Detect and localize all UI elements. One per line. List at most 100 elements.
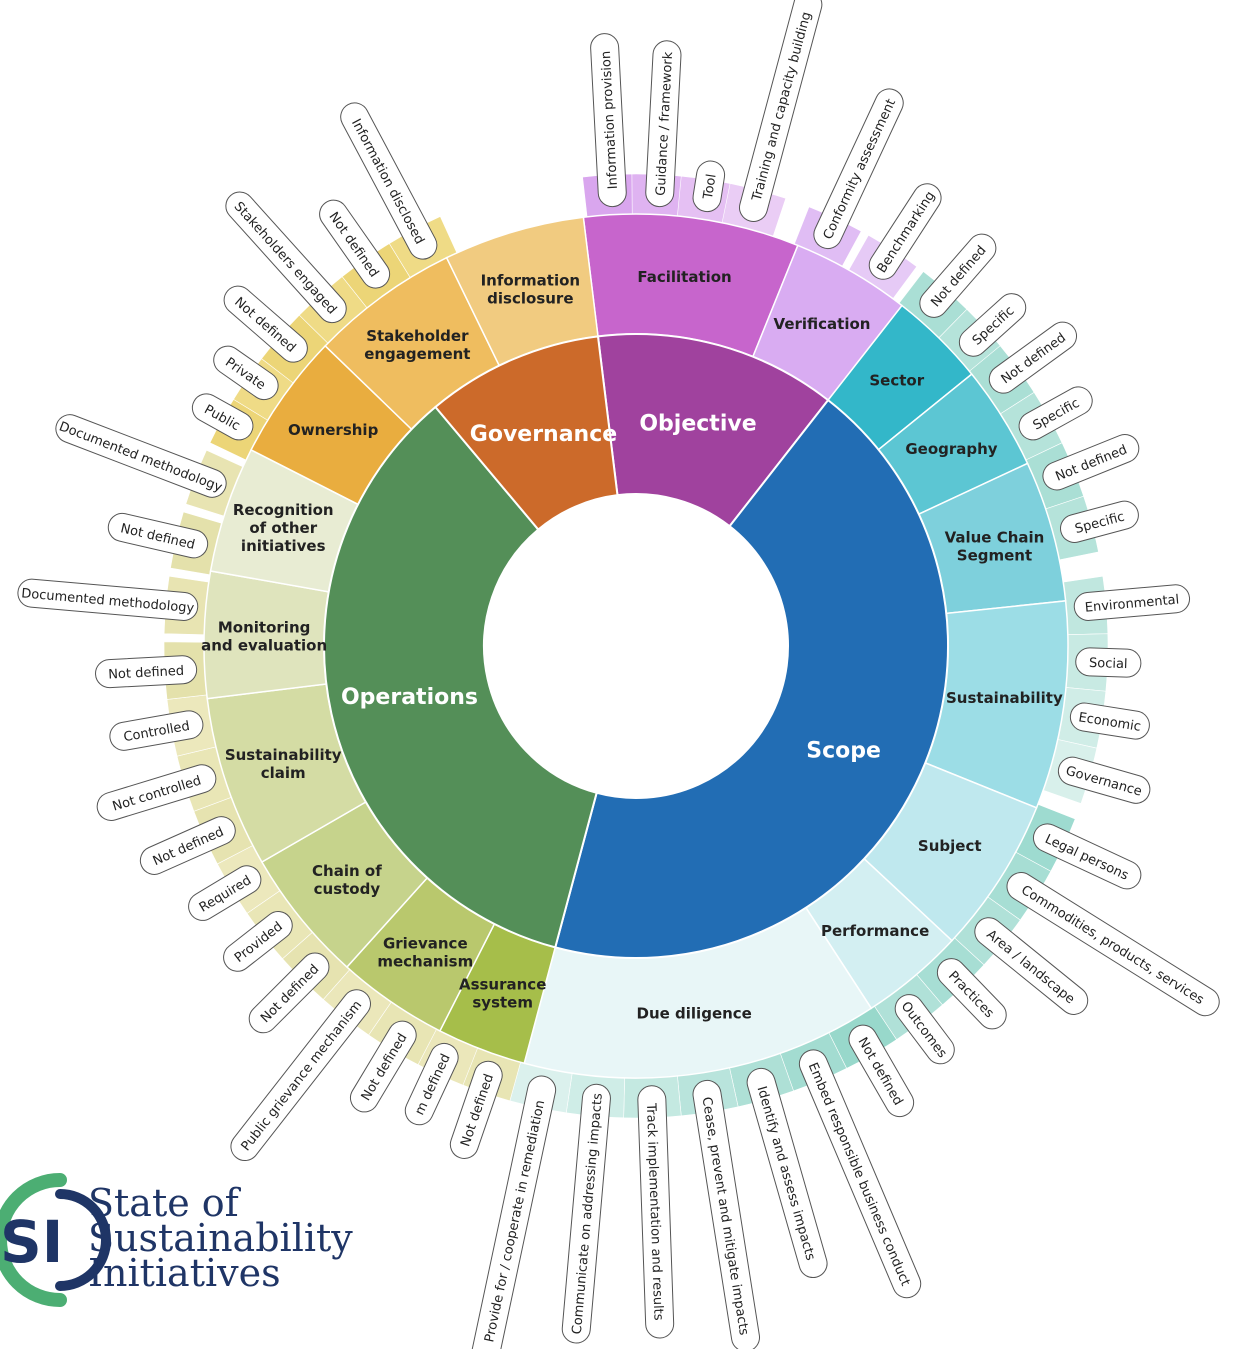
option-documented-methodology: Documented methodology bbox=[55, 414, 227, 498]
category-label-facilitation: Facilitation bbox=[637, 268, 731, 286]
option-label: Provide for / cooperate in remediation bbox=[482, 1099, 548, 1344]
logo-line-3: Initiatives bbox=[88, 1251, 281, 1295]
option-not-defined: Not defined bbox=[95, 655, 198, 689]
option-pill bbox=[188, 865, 262, 921]
category-label-sustainability: Sustainability bbox=[946, 689, 1063, 707]
group-label-scope: Scope bbox=[806, 739, 881, 764]
center-hole bbox=[484, 494, 788, 798]
option-pill bbox=[739, 0, 823, 222]
option-pill bbox=[798, 1049, 922, 1299]
option-pill bbox=[96, 764, 217, 821]
option-communicate-on-addressing-impacts: Communicate on addressing impacts bbox=[561, 1083, 611, 1344]
option-pill bbox=[1018, 386, 1093, 441]
category-label-ownership: Ownership bbox=[288, 421, 379, 439]
option-pill bbox=[55, 414, 227, 498]
option-not-defined: Not defined bbox=[107, 512, 209, 559]
logo-wordmark: State of Sustainability Initiatives bbox=[88, 1181, 353, 1295]
option-pill bbox=[1069, 702, 1150, 740]
option-pill bbox=[894, 994, 955, 1065]
option-pill bbox=[958, 293, 1027, 357]
option-guidance-framework: Guidance / framework bbox=[645, 40, 682, 208]
category-label-subject: Subject bbox=[918, 837, 982, 855]
option-label: Conformity assessment bbox=[821, 97, 899, 242]
option-pill bbox=[692, 1079, 761, 1349]
option-pill bbox=[1060, 500, 1139, 543]
svg-text:SI: SI bbox=[0, 1208, 63, 1276]
category-label-geography: Geography bbox=[905, 440, 997, 458]
option-pill bbox=[225, 191, 347, 324]
option-commodities-products-services: Commodities, products, services bbox=[1006, 872, 1220, 1017]
option-information-provision: Information provision bbox=[590, 33, 627, 208]
option-label: Information provision bbox=[599, 50, 621, 189]
option-social: Social bbox=[1075, 647, 1142, 678]
option-pill bbox=[404, 1042, 459, 1126]
group-label-objective: Objective bbox=[639, 411, 756, 436]
option-pill bbox=[17, 578, 199, 621]
option-pill bbox=[1032, 823, 1142, 890]
option-pill bbox=[1075, 647, 1142, 678]
option-label: Area / landscape bbox=[983, 927, 1077, 1007]
option-tool: Tool bbox=[692, 160, 726, 213]
option-label: Documented methodology bbox=[57, 419, 225, 495]
option-pill bbox=[1057, 756, 1151, 804]
option-track-implementation-and-results: Track implementation and results bbox=[637, 1085, 675, 1339]
option-pill bbox=[561, 1083, 611, 1344]
logo-line-1: State of bbox=[88, 1181, 239, 1225]
option-pill bbox=[1006, 872, 1220, 1017]
option-pill bbox=[746, 1067, 828, 1279]
category-label-due-diligence: Due diligence bbox=[637, 1004, 752, 1022]
option-pill bbox=[248, 952, 330, 1034]
option-environmental: Environmental bbox=[1073, 584, 1191, 621]
option-pill bbox=[1042, 434, 1140, 491]
option-pill bbox=[645, 40, 682, 208]
option-pill bbox=[471, 1075, 557, 1349]
option-label: Not defined bbox=[108, 664, 185, 683]
option-pill bbox=[868, 183, 942, 280]
option-pill bbox=[139, 816, 236, 875]
option-training-and-capacity-building: Training and capacity building bbox=[739, 0, 823, 222]
option-pill bbox=[191, 393, 254, 441]
option-pill bbox=[813, 88, 904, 250]
option-pill bbox=[988, 321, 1078, 394]
category-label-sector: Sector bbox=[869, 372, 924, 390]
option-pill bbox=[349, 1020, 417, 1113]
option-label: Tool bbox=[701, 173, 720, 201]
option-pill bbox=[1073, 584, 1191, 621]
category-label-verification: Verification bbox=[774, 315, 871, 333]
option-pill bbox=[223, 285, 308, 363]
group-label-governance: Governance bbox=[470, 422, 617, 447]
option-pill bbox=[692, 160, 726, 213]
option-pill bbox=[848, 1024, 915, 1118]
option-pill bbox=[919, 233, 997, 318]
option-controlled: Controlled bbox=[109, 710, 204, 751]
option-pill bbox=[936, 958, 1007, 1030]
option-public-grievance-mechanism: Public grievance mechanism bbox=[230, 989, 371, 1162]
ssi-logo-mark: SI bbox=[0, 1173, 111, 1307]
option-pill bbox=[223, 911, 293, 972]
option-cease-prevent-and-mitigate-impacts: Cease, prevent and mitigate impacts bbox=[692, 1079, 761, 1349]
option-public: Public bbox=[191, 393, 254, 441]
option-economic: Economic bbox=[1069, 702, 1150, 740]
option-pill bbox=[637, 1085, 675, 1339]
option-label: Identify and assess impacts bbox=[754, 1085, 818, 1263]
option-label: Social bbox=[1089, 656, 1128, 672]
option-pill bbox=[974, 917, 1089, 1015]
option-pill bbox=[213, 345, 279, 401]
option-pill bbox=[230, 989, 371, 1162]
option-pill bbox=[109, 710, 204, 751]
option-label: Training and capacity building bbox=[749, 10, 814, 203]
option-pill bbox=[449, 1060, 503, 1159]
logo-line-2: Sustainability bbox=[88, 1216, 353, 1260]
category-label-performance: Performance bbox=[821, 922, 929, 940]
option-pill bbox=[340, 102, 438, 260]
